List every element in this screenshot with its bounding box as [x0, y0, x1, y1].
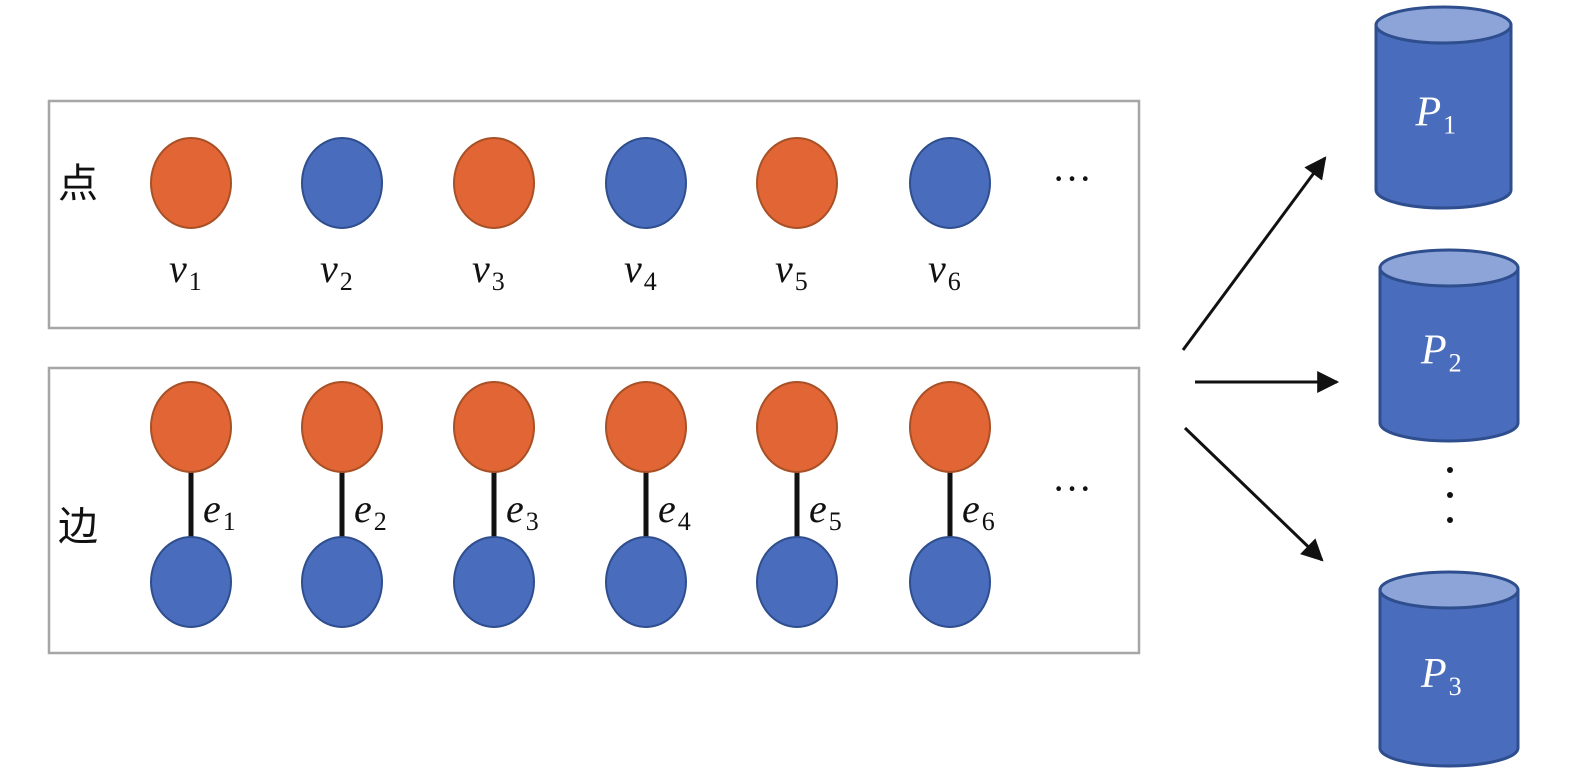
vertex-label: v5	[775, 246, 808, 296]
partition-label: P3	[1420, 651, 1462, 701]
edge-label: e4	[658, 486, 691, 536]
vertex-node: v3	[453, 137, 535, 296]
partition-label: P2	[1420, 328, 1462, 378]
vertex-panel	[47, 99, 1141, 330]
edge-item: e1	[150, 381, 236, 628]
vertex-label: v2	[320, 246, 353, 296]
edge-item: e6	[909, 381, 995, 628]
edge-ellipsis: ···	[1052, 466, 1092, 511]
edge-target-node	[453, 536, 535, 628]
edge-source-node	[301, 381, 383, 473]
partition-1-cylinder: P1	[1374, 5, 1513, 210]
edge-target-node	[909, 536, 991, 628]
edge-source-node	[453, 381, 535, 473]
vertex-circle	[301, 137, 383, 229]
vertex-label: v3	[472, 246, 505, 296]
edge-label: e1	[203, 486, 236, 536]
edge-panel-title: 边	[58, 504, 98, 550]
edge-label: e3	[506, 486, 539, 536]
vertex-circle	[909, 137, 991, 229]
edge-target-node	[605, 536, 687, 628]
vertex-node: v6	[909, 137, 991, 296]
edge-target-node	[150, 536, 232, 628]
vertex-circle	[756, 137, 838, 229]
edge-target-node	[301, 536, 383, 628]
partition-2-cylinder: P2	[1378, 248, 1520, 443]
vertex-ellipsis: ···	[1052, 156, 1092, 201]
vertex-circle	[453, 137, 535, 229]
partition-ellipsis	[1447, 467, 1453, 523]
vertex-circle	[150, 137, 232, 229]
arrow-to-p3	[1183, 426, 1324, 562]
edge-source-node	[150, 381, 232, 473]
arrow-to-p1	[1181, 156, 1327, 351]
edge-label: e5	[809, 486, 842, 536]
edge-source-node	[756, 381, 838, 473]
edge-panel	[47, 366, 1141, 655]
vertex-node: v5	[756, 137, 838, 296]
edge-item: e4	[605, 381, 691, 628]
vertex-node: v4	[605, 137, 687, 296]
vertex-panel-title: 点	[58, 161, 98, 207]
partition-label: P1	[1415, 90, 1457, 140]
partition-3-cylinder: P3	[1378, 570, 1520, 768]
edge-item: e2	[301, 381, 387, 628]
vertex-node: v1	[150, 137, 232, 296]
edge-source-node	[605, 381, 687, 473]
vertex-circle	[605, 137, 687, 229]
edge-source-node	[909, 381, 991, 473]
vertex-label: v4	[624, 246, 657, 296]
edge-label: e2	[354, 486, 387, 536]
vertex-node: v2	[301, 137, 383, 296]
edge-label: e6	[962, 486, 995, 536]
vertex-label: v1	[169, 246, 202, 296]
edge-target-node	[756, 536, 838, 628]
vertex-label: v6	[928, 246, 961, 296]
edge-item: e3	[453, 381, 539, 628]
edge-item: e5	[756, 381, 842, 628]
